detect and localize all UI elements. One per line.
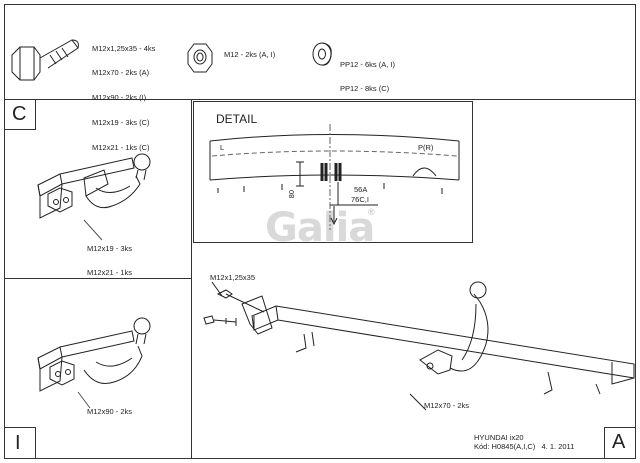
- bolt-icon: [11, 39, 79, 81]
- panel-i-letter-box: [4, 427, 36, 459]
- bolt-line-1: M12x1,25x35 - 4ks: [92, 43, 156, 53]
- nut-icon: [187, 43, 213, 73]
- panel-c-letter: C: [12, 103, 27, 125]
- bolt-line-2: M12x70 - 2ks (A): [92, 68, 150, 78]
- detail-dim-vertical: 80: [287, 189, 297, 199]
- bolt-line-5: M12x21 - 1ks (C): [92, 143, 150, 153]
- washer-line-1: PP12 - 6ks (A, I): [340, 59, 396, 69]
- panel-c-bolt-line-1: M12x19 - 3ks: [87, 243, 133, 253]
- panel-i-towbar-drawing: [37, 317, 151, 409]
- panel-a-letter: A: [612, 431, 626, 453]
- detail-right-label: P(R): [418, 143, 434, 152]
- footer-code: Kód: H0845(A,I,C) 4. 1. 2011: [474, 442, 575, 451]
- detail-dim-a: 56A: [354, 185, 368, 194]
- panel-c-bolt-lines: M12x19 - 3ks M12x21 - 1ks: [87, 228, 132, 286]
- panel-a-bolt-bottom: M12x70 - 2ks: [424, 401, 470, 410]
- panel-c-bolt-line-2: M12x21 - 1ks: [87, 268, 133, 278]
- panel-a-bolt-top: M12x1,25x35: [210, 273, 256, 282]
- footer-model: HYUNDAI ix20: [474, 433, 524, 442]
- panel-a-letter-box: [604, 427, 636, 459]
- detail-left-label: L: [220, 143, 225, 152]
- panel-i-letter: I: [15, 432, 21, 454]
- detail-frame: [193, 101, 473, 243]
- panel-c-towbar-drawing: [37, 153, 151, 241]
- washer-lines: PP12 - 6ks (A, I) PP12 - 8ks (C): [340, 44, 395, 102]
- bolt-line-4: M12x19 - 3ks (C): [92, 118, 150, 128]
- bolt-lines: M12x1,25x35 - 4ks M12x70 - 2ks (A) M12x9…: [92, 28, 155, 161]
- detail-beam-drawing: [209, 124, 460, 230]
- washer-icon: [312, 42, 332, 66]
- panel-c-letter-box: [4, 99, 36, 130]
- panel-a-towbar-drawing: [203, 281, 635, 411]
- panel-i-bolt-label: M12x90 - 2ks: [87, 407, 133, 416]
- panel-a-frame: [191, 99, 636, 459]
- galia-watermark: Galia: [265, 205, 375, 251]
- detail-title: DETAIL: [216, 112, 258, 126]
- washer-line-2: PP12 - 8ks (C): [340, 84, 390, 94]
- bolt-line-3: M12x90 - 2ks (I): [92, 93, 147, 103]
- watermark-registered-mark: ®: [368, 207, 375, 217]
- detail-dim-ci: 76C,I: [351, 195, 369, 204]
- nut-label: M12 - 2ks (A, I): [224, 50, 276, 59]
